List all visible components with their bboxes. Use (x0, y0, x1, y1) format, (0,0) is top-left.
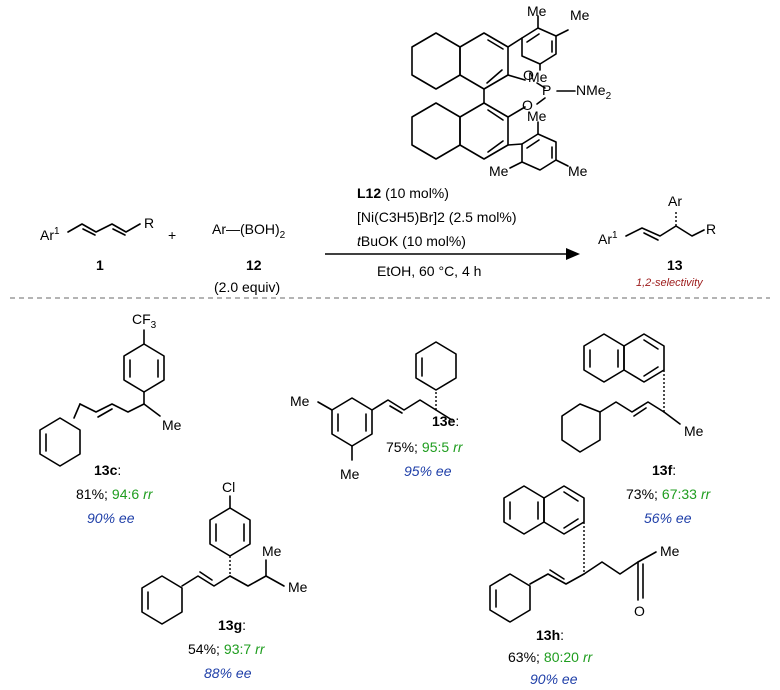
product-chain (625, 225, 705, 237)
base-line: tBuOK (10 mol%) (357, 233, 466, 249)
ligand-nme2-label: NMe2 (576, 82, 612, 102)
cf3-label: CF3 (132, 311, 157, 331)
me-label: Me (684, 423, 704, 439)
me-label: Me (660, 543, 680, 559)
me-label: Me (162, 417, 182, 433)
product-r-label: R (706, 221, 716, 237)
compound-13h-ee: 90% ee (530, 671, 578, 687)
product-ar-label: Ar (668, 193, 682, 209)
boronic-acid-label: Ar—(BOH)2 (212, 221, 286, 241)
compound-13c-ee: 90% ee (87, 510, 135, 526)
diene-chain (67, 223, 141, 233)
me-label: Me (340, 466, 360, 482)
cl-label: Cl (222, 479, 235, 495)
me-label: Me (290, 393, 310, 409)
product-ar1-label: Ar1 (598, 230, 618, 247)
compound-13g-ee: 88% ee (204, 665, 252, 681)
product-13h-structure (489, 485, 657, 623)
ligand-me-label: Me (489, 163, 509, 179)
ligand-me-label: Me (527, 3, 547, 19)
product-13-label: 13 (667, 257, 683, 273)
compound-13h-label: 13h: (536, 627, 564, 643)
compound-13e-label: 13e: (432, 413, 459, 429)
ligand-me-label: Me (570, 7, 590, 23)
r-label: R (144, 215, 154, 231)
substrate-12-equiv: (2.0 equiv) (214, 279, 280, 295)
compound-13c-label: 13c: (94, 462, 121, 478)
compound-13f-label: 13f: (652, 462, 676, 478)
product-13e-structure (317, 341, 457, 461)
compound-13e-ee: 95% ee (404, 463, 452, 479)
me-label: Me (288, 579, 308, 595)
plus-sign: + (168, 227, 176, 243)
compound-13g-label: 13g: (218, 617, 246, 633)
ar1-label: Ar1 (40, 226, 60, 243)
conditions-line: EtOH, 60 °C, 4 h (377, 263, 481, 279)
me-label: Me (262, 543, 282, 559)
compound-13f-ee: 56% ee (644, 510, 692, 526)
ligand-o-label: O (523, 67, 534, 83)
ketone-o-label: O (634, 603, 645, 619)
ligand-me-label: Me (568, 163, 588, 179)
product-13g-structure (141, 495, 285, 625)
ligand-me-label: Me (527, 108, 547, 124)
ligand-loading-line: L12(10 mol%) (357, 185, 449, 201)
product-13f-structure (561, 333, 681, 453)
substrate-12-label: 12 (246, 257, 262, 273)
arrow-head (566, 248, 580, 260)
ligand-me-label: Me (528, 69, 548, 85)
ligand-p-label: P (542, 82, 551, 98)
ligand-l12-structure (411, 15, 576, 171)
catalyst-line: [Ni(C3H5)Br]2 (2.5 mol%) (357, 209, 516, 225)
selectivity-note: 1,2-selectivity (636, 277, 704, 289)
ligand-o-label: O (522, 97, 533, 113)
substrate-1-label: 1 (96, 257, 104, 273)
product-13c-structure (39, 329, 165, 467)
